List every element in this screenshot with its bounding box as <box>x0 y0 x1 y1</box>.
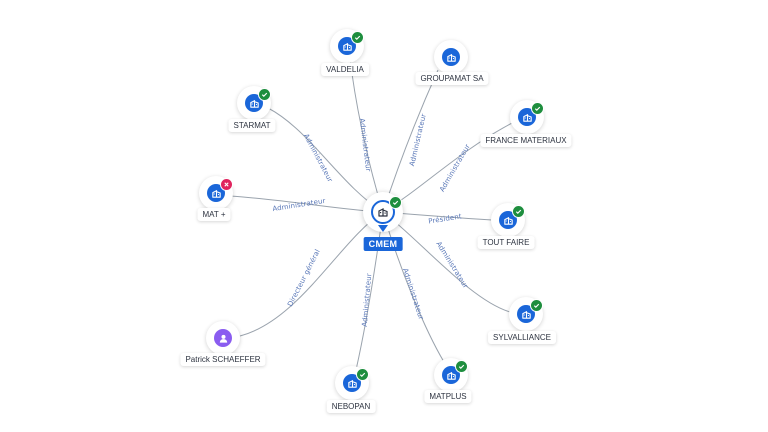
node-label-valdelia[interactable]: VALDELIA <box>321 63 369 76</box>
edge-nebopan <box>355 211 384 371</box>
verified-badge-icon <box>455 360 468 373</box>
building-icon <box>442 48 460 66</box>
center-node[interactable] <box>363 192 403 232</box>
verified-badge-icon <box>356 368 369 381</box>
edge-label-starmat: Administrateur <box>302 132 334 183</box>
node-label-patrick[interactable]: Patrick SCHAEFFER <box>180 353 266 366</box>
edge-groupamat <box>382 69 439 213</box>
node-label-groupamat[interactable]: GROUPAMAT SA <box>415 72 489 85</box>
verified-badge-icon <box>530 299 543 312</box>
node-starmat[interactable] <box>237 86 271 120</box>
edge-label-tout_faire: Président <box>428 212 463 225</box>
node-label-nebopan[interactable]: NEBOPAN <box>326 400 376 413</box>
edge-label-patrick: Directeur général <box>286 248 322 308</box>
node-tout_faire[interactable] <box>491 203 525 237</box>
verified-badge-icon <box>258 88 271 101</box>
node-label-matplus[interactable]: MATPLUS <box>424 390 472 403</box>
node-france_materiaux[interactable] <box>510 100 544 134</box>
node-matplus[interactable] <box>434 358 468 392</box>
node-label-tout_faire[interactable]: TOUT FAIRE <box>477 236 535 249</box>
node-patrick[interactable] <box>206 321 240 355</box>
edge-matplus <box>382 211 445 363</box>
node-groupamat[interactable] <box>434 40 468 74</box>
verified-badge-icon <box>389 196 402 209</box>
node-label-mat_plus[interactable]: MAT + <box>197 208 231 221</box>
node-nebopan[interactable] <box>335 366 369 400</box>
edge-label-nebopan: Administrateur <box>361 273 374 327</box>
node-label-france_materiaux[interactable]: FRANCE MATERIAUX <box>480 134 572 147</box>
edge-label-sylvalliance: Administrateur <box>434 240 469 290</box>
building-icon <box>371 200 395 224</box>
pin-pointer <box>378 225 388 232</box>
edge-label-mat_plus: Administrateur <box>272 197 326 213</box>
node-label-starmat[interactable]: STARMAT <box>228 119 276 132</box>
edge-label-matplus: Administrateur <box>401 267 425 320</box>
edge-label-valdelia: Administrateur <box>358 118 372 172</box>
person-icon <box>214 329 232 347</box>
node-sylvalliance[interactable] <box>509 297 543 331</box>
closed-badge-icon <box>220 178 233 191</box>
node-mat_plus[interactable] <box>199 176 233 210</box>
center-node-label[interactable]: CMEM <box>363 237 403 251</box>
verified-badge-icon <box>512 205 525 218</box>
verified-badge-icon <box>531 102 544 115</box>
verified-badge-icon <box>351 31 364 44</box>
node-valdelia[interactable] <box>330 29 364 63</box>
node-label-sylvalliance[interactable]: SYLVALLIANCE <box>488 331 556 344</box>
edge-label-groupamat: Administrateur <box>408 113 428 167</box>
